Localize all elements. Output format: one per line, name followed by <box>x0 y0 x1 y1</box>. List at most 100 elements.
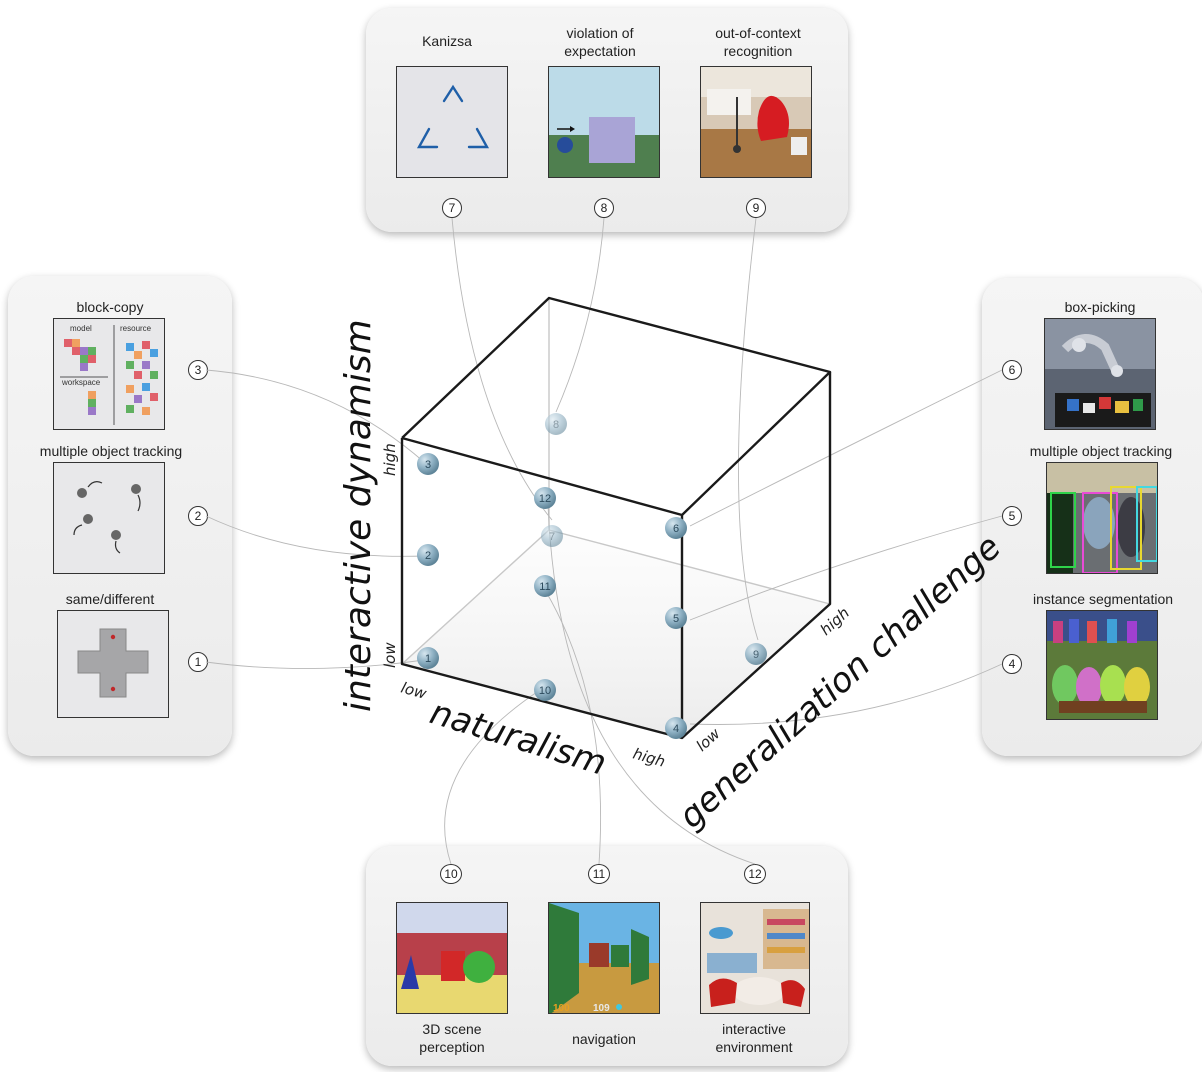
instance-seg-image <box>1046 610 1158 720</box>
mot-right-label: multiple object tracking <box>1029 443 1173 459</box>
point-7: 7 <box>541 525 563 547</box>
point-12: 12 <box>534 487 556 509</box>
point-12-sphere <box>534 487 556 509</box>
hud-right-readout: 109 <box>593 1003 610 1014</box>
violation-label: violation of expectation <box>540 24 660 60</box>
violation-image <box>548 66 660 178</box>
point-8-sphere <box>545 413 567 435</box>
badge-9: 9 <box>746 198 766 218</box>
badge-8: 8 <box>594 198 614 218</box>
point-2-label: 2 <box>425 550 431 562</box>
point-11-label: 11 <box>539 581 550 593</box>
point-5-sphere <box>665 607 687 629</box>
scene-perception-label-line2: perception <box>419 1039 485 1055</box>
hud-left-readout: 100 <box>553 1003 570 1014</box>
badge-7: 7 <box>442 198 462 218</box>
instance-seg-label: instance segmentation <box>1032 591 1174 607</box>
resource-sublabel: resource <box>120 324 152 333</box>
bathroom-chair-photo-icon <box>701 67 811 177</box>
badge-5: 5 <box>1002 506 1022 526</box>
point-6: 6 <box>665 517 687 539</box>
workspace-sublabel: workspace <box>61 378 101 387</box>
scene-perception-image <box>396 902 508 1014</box>
point-5: 5 <box>665 607 687 629</box>
kanizsa-image <box>396 66 508 178</box>
point-7-label: 7 <box>549 531 555 543</box>
point-1: 1 <box>417 647 439 669</box>
point-1-sphere <box>417 647 439 669</box>
vertical-axis-high: high <box>381 443 399 476</box>
ball-wall-scene-icon <box>549 67 659 177</box>
mot-right-image <box>1046 462 1158 574</box>
point-1-label: 1 <box>425 653 431 665</box>
x-axis-high: high <box>631 745 667 771</box>
block-copy-label: block-copy <box>76 299 144 315</box>
badge-4: 4 <box>1002 654 1022 674</box>
badge-6: 6 <box>1002 360 1022 380</box>
violation-label-line2: expectation <box>564 43 636 59</box>
point-6-sphere <box>665 517 687 539</box>
cube-floor <box>402 530 830 738</box>
point-3: 3 <box>417 453 439 475</box>
point-11: 11 <box>534 575 556 597</box>
badge-10: 10 <box>440 864 462 884</box>
vr-kitchen-render-icon <box>701 903 809 1013</box>
navigation-label: navigation <box>572 1031 636 1047</box>
point-3-sphere <box>417 453 439 475</box>
out-of-context-label-line1: out-of-context <box>715 25 801 41</box>
badge-2: 2 <box>188 506 208 526</box>
point-5-label: 5 <box>673 613 679 625</box>
scene-perception-label-line1: 3D scene <box>422 1021 482 1037</box>
badge-12: 12 <box>744 864 766 884</box>
point-9-sphere <box>745 643 767 665</box>
depth-axis-low: low <box>693 724 725 755</box>
kanizsa-triangle-icon <box>416 84 490 149</box>
point-2: 2 <box>417 544 439 566</box>
maze-navigation-render-icon: 100 109 <box>549 903 659 1014</box>
point-8-label: 8 <box>553 419 559 431</box>
point-9: 9 <box>745 643 767 665</box>
navigation-image: 100 109 <box>548 902 660 1014</box>
kanizsa-label: Kanizsa <box>422 33 472 49</box>
tracking-dots-icon <box>73 481 141 554</box>
point-6-label: 6 <box>673 523 679 535</box>
point-10-label: 10 <box>539 685 551 697</box>
mot-left-label: multiple object tracking <box>39 443 183 459</box>
point-4-sphere <box>665 717 687 739</box>
badge-3: 3 <box>188 360 208 380</box>
out-of-context-label-line2: recognition <box>723 43 793 59</box>
block-copy-image: model resource workspace <box>53 318 165 430</box>
model-sublabel: model <box>70 324 92 333</box>
interactive-env-label: interactive environment <box>694 1020 814 1056</box>
block-copy-grid-icon: model resource workspace <box>60 324 158 425</box>
x-axis-low: low <box>399 679 429 704</box>
point-4: 4 <box>665 717 687 739</box>
point-11-sphere <box>534 575 556 597</box>
cross-shape-icon <box>77 628 149 698</box>
point-4-label: 4 <box>673 723 679 735</box>
point-2-sphere <box>417 544 439 566</box>
point-10-sphere <box>534 679 556 701</box>
badge-11: 11 <box>588 864 610 884</box>
scene-perception-label: 3D scene perception <box>392 1020 512 1056</box>
mot-left-image <box>53 462 165 574</box>
same-different-image <box>57 610 169 718</box>
robot-arm-photo-icon <box>1045 319 1155 429</box>
point-7-sphere <box>541 525 563 547</box>
violation-label-line1: violation of <box>566 25 634 41</box>
cube-visible-edges <box>400 296 832 740</box>
cows-segmentation-photo-icon <box>1047 611 1157 719</box>
point-8: 8 <box>545 413 567 435</box>
vertical-axis-low: low <box>381 642 399 668</box>
crowd-tracking-photo-icon <box>1047 463 1157 573</box>
connector-lines <box>205 217 1003 865</box>
interactive-env-image <box>700 902 810 1014</box>
box-picking-image <box>1044 318 1156 430</box>
box-picking-label: box-picking <box>1064 299 1136 315</box>
interactive-env-label-line1: interactive <box>722 1021 786 1037</box>
out-of-context-image <box>700 66 812 178</box>
out-of-context-label: out-of-context recognition <box>692 24 824 60</box>
point-12-label: 12 <box>539 493 551 505</box>
